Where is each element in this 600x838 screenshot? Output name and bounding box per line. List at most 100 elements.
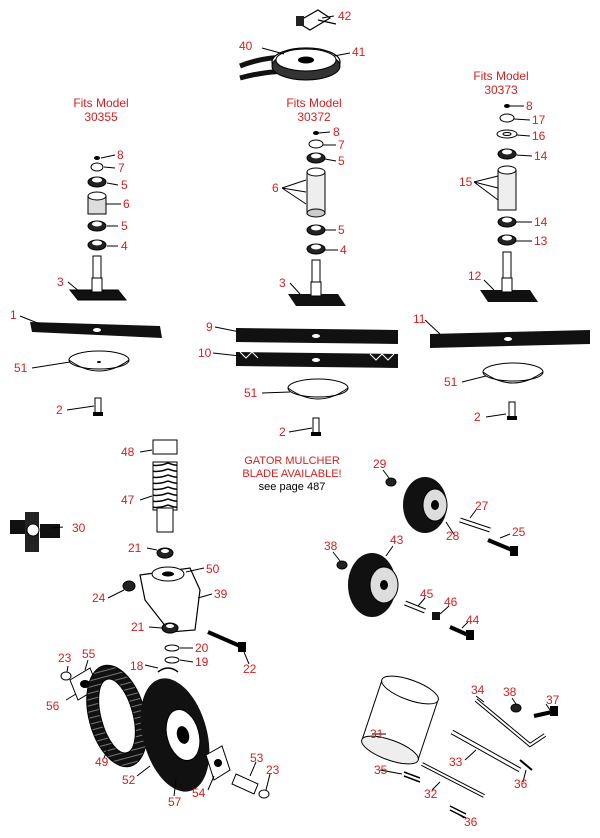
center-blade-cup [287, 378, 349, 400]
tire-tread [86, 664, 148, 768]
callout-43: 43 [390, 533, 404, 547]
callout-47: 47 [121, 493, 135, 507]
callout-8-center: 8 [333, 125, 340, 139]
roller-bolt [533, 706, 558, 718]
caster-bearing-lower [157, 622, 180, 673]
small-nut-29 [385, 477, 397, 487]
callout-29: 29 [373, 457, 387, 471]
small-nut-38 [336, 560, 348, 570]
callout-21-a: 21 [128, 541, 142, 555]
axle-pin-lower [404, 600, 426, 614]
callout-46: 46 [444, 595, 458, 609]
callout-33: 33 [449, 755, 463, 769]
wheel-hub-right [205, 745, 231, 781]
mulcher-note-line2: BLADE AVAILABLE! [242, 468, 342, 480]
axle-bolt-upper [487, 538, 518, 556]
callout-23-left: 23 [58, 651, 72, 665]
model-header-left: Fits Model 30355 [56, 96, 146, 124]
callout-44: 44 [466, 613, 480, 627]
callout-1: 1 [10, 308, 17, 322]
callout-2-center: 2 [279, 425, 286, 439]
roller-arm [474, 698, 547, 748]
callout-38-b: 38 [503, 685, 517, 699]
callout-28: 28 [446, 529, 460, 543]
callout-14-b: 14 [534, 215, 548, 229]
callout-16: 16 [532, 129, 546, 143]
spacer-46 [432, 612, 440, 620]
callout-55: 55 [82, 647, 96, 661]
callout-6-left: 6 [123, 197, 130, 211]
callout-15: 15 [459, 175, 473, 189]
callout-45: 45 [420, 587, 434, 601]
callout-3-left: 3 [57, 275, 64, 289]
callout-20: 20 [195, 641, 209, 655]
center-blade-standard [236, 328, 398, 344]
callout-13: 13 [534, 234, 548, 248]
pulley [271, 47, 341, 81]
small-nut-38b [510, 703, 522, 713]
callout-25: 25 [512, 525, 526, 539]
left-blade-cup [68, 350, 130, 372]
callout-30: 30 [72, 521, 86, 535]
callout-51-left: 51 [14, 361, 28, 375]
callout-2-left: 2 [56, 403, 63, 417]
callout-31: 31 [370, 727, 384, 741]
model-left-number: 30355 [84, 110, 118, 124]
model-left-fits: Fits Model [73, 96, 129, 110]
right-spindle-stack [480, 104, 538, 302]
idler-bracket [295, 9, 337, 31]
callout-8-left: 8 [117, 148, 124, 162]
right-blade-cup [482, 362, 544, 384]
left-blade-bolt [93, 397, 103, 416]
callout-5-left-b: 5 [121, 219, 128, 233]
callout-7-center: 7 [338, 138, 345, 152]
callout-5-center-b: 5 [338, 223, 345, 237]
callout-9: 9 [206, 320, 213, 334]
callout-34: 34 [471, 683, 485, 697]
right-blade [430, 330, 590, 348]
callout-18: 18 [130, 659, 144, 673]
hub-nut-right [258, 789, 270, 799]
right-blade-bolt [507, 401, 517, 420]
model-header-right: Fits Model 30373 [456, 69, 546, 97]
cotter-pin-36a [519, 759, 533, 771]
mulcher-note-line1: GATOR MULCHER [244, 455, 340, 467]
axle-bolt-lower [449, 625, 474, 640]
callout-3-center: 3 [279, 276, 286, 290]
caster-wheel [140, 678, 210, 792]
callout-56: 56 [46, 699, 60, 713]
axle-spacer-tube [231, 773, 259, 795]
model-right-fits: Fits Model [473, 69, 529, 83]
callout-23-right: 23 [266, 763, 280, 777]
callout-40: 40 [239, 39, 253, 53]
callout-41: 41 [352, 45, 366, 59]
gauge-wheel-upper [403, 477, 448, 533]
callout-12: 12 [468, 269, 482, 283]
model-center-fits: Fits Model [286, 96, 342, 110]
callout-50: 50 [206, 562, 220, 576]
callout-27: 27 [475, 499, 489, 513]
center-spindle-stack [288, 131, 346, 306]
left-blade [30, 322, 162, 338]
callout-57: 57 [168, 795, 182, 809]
mulcher-note: GATOR MULCHER BLADE AVAILABLE! see page … [222, 455, 362, 494]
callout-49: 49 [95, 755, 109, 769]
callout-36-a: 36 [514, 777, 528, 791]
callout-37: 37 [546, 693, 560, 707]
callout-36-b: 36 [464, 815, 478, 829]
gauge-wheel-lower [348, 553, 399, 617]
model-center-number: 30372 [297, 110, 331, 124]
callout-19: 19 [195, 655, 209, 669]
axle-pin-upper [459, 517, 491, 533]
callout-24: 24 [92, 591, 106, 605]
roller-axle [421, 762, 485, 798]
leader-lines [19, 15, 551, 819]
model-header-center: Fits Model 30372 [269, 96, 359, 124]
callout-51-center: 51 [244, 386, 258, 400]
universal-joint [10, 512, 60, 552]
callout-32: 32 [424, 787, 438, 801]
callout-4-center: 4 [340, 243, 347, 257]
callout-10: 10 [198, 346, 212, 360]
